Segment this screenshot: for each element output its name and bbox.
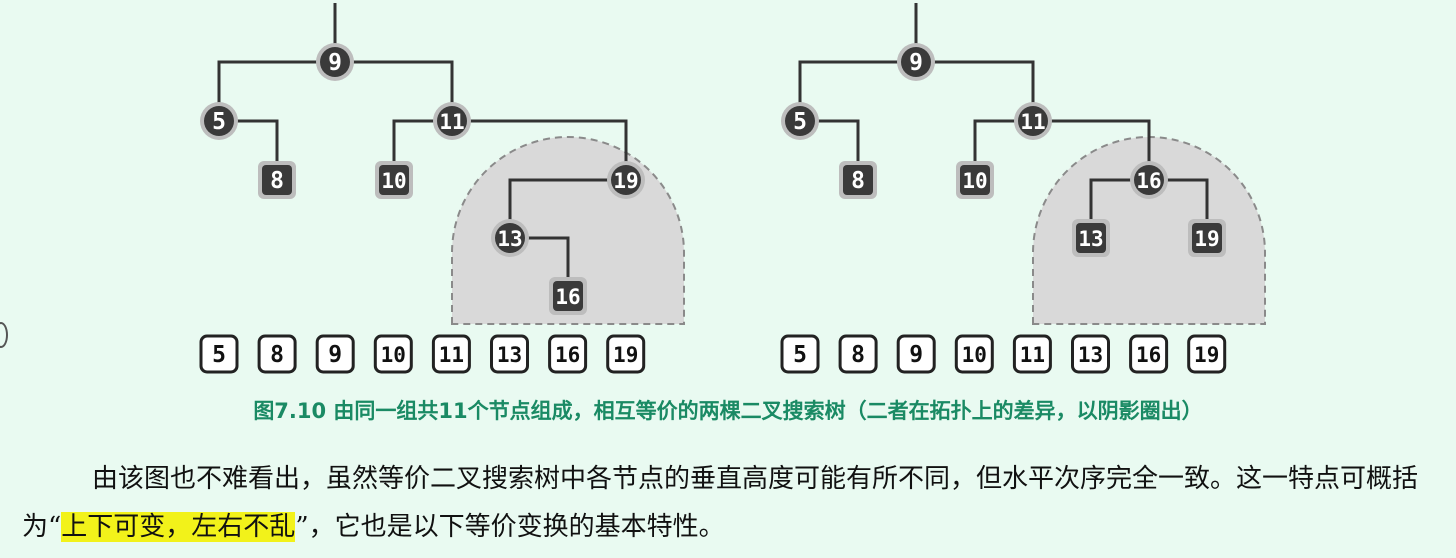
- right-tree-node-11: 11: [1014, 102, 1052, 140]
- right-sequence-key-label: 13: [1078, 343, 1103, 367]
- left-tree-node-label: 11: [439, 110, 464, 134]
- figure-caption: 图7.10 由同一组共11个节点组成，相互等价的两棵二叉搜索树（二者在拓扑上的差…: [253, 399, 1203, 423]
- left-sequence-key-5: 5: [199, 334, 239, 374]
- right-sequence-key-label: 8: [851, 342, 865, 368]
- right-tree-edge-11-10: [973, 119, 1033, 180]
- right-sequence-key-label: 16: [1136, 343, 1161, 367]
- right-sequence-key-5: 5: [780, 334, 820, 374]
- left-sequence-key-8: 8: [257, 334, 297, 374]
- paragraph-text-1: 由该图也不难看出，虽然等价二叉搜索树中各节点的垂直高度可能有所不同，但水平次序完…: [22, 464, 1419, 542]
- left-tree-edge-19-13: [508, 178, 626, 238]
- left-sequence-key-13: 13: [490, 334, 529, 374]
- left-sequence-key-label: 10: [381, 343, 406, 367]
- right-sequence-key-11: 11: [1012, 334, 1052, 374]
- left-tree-node-5: 5: [200, 102, 238, 140]
- left-tree-edge-9-5: [217, 60, 335, 121]
- left-tree-node-label: 9: [328, 50, 342, 76]
- left-tree-node-label: 5: [212, 109, 226, 135]
- right-tree-edge-11-16: [1033, 119, 1151, 180]
- left-sequence-key-label: 5: [212, 342, 226, 368]
- right-sequence-key-label: 11: [1020, 343, 1045, 367]
- left-tree-node-13: 13: [491, 219, 529, 257]
- right-sequence-key-19: 19: [1187, 334, 1227, 374]
- right-tree-node-label: 5: [793, 109, 807, 135]
- left-tree-node-11: 11: [433, 102, 471, 140]
- left-sequence-key-label: 8: [270, 342, 284, 368]
- right-tree-node-label: 10: [962, 169, 987, 193]
- left-sequence-key-16: 16: [548, 334, 588, 374]
- right-sequence-key-10: 10: [954, 334, 994, 374]
- right-tree-node-19: 19: [1188, 219, 1226, 257]
- left-sequence-key-19: 19: [606, 334, 646, 374]
- left-sequence-key-9: 9: [315, 334, 355, 374]
- left-tree-node-label: 16: [555, 285, 580, 309]
- right-tree-node-label: 19: [1194, 227, 1219, 251]
- left-sequence-key-10: 10: [373, 334, 413, 374]
- left-sequence-key-label: 9: [328, 342, 342, 368]
- right-tree-node-8: 8: [839, 161, 877, 199]
- right-tree-node-label: 11: [1020, 110, 1045, 134]
- left-tree-edge-13-16: [510, 236, 570, 296]
- right-tree-edge-16-13: [1089, 178, 1149, 238]
- left-tree-node-8: 8: [258, 161, 296, 199]
- right-sequence-key-8: 8: [838, 334, 878, 374]
- body-paragraph: 由该图也不难看出，虽然等价二叉搜索树中各节点的垂直高度可能有所不同，但水平次序完…: [22, 455, 1442, 551]
- right-tree-edge-9-11: [916, 60, 1035, 121]
- right-sequence-key-label: 10: [962, 343, 987, 367]
- bst-figure: 9 5 11 8 10 19 13 16 9 5 11 8 10 16 13 19 5 8 9 10 11 13 16 19…: [199, 3, 1266, 374]
- left-tree-edge-11-10: [392, 119, 452, 180]
- left-tree-edge-9-11: [335, 60, 454, 121]
- right-sequence-key-label: 19: [1194, 343, 1219, 367]
- right-tree-node-10: 10: [956, 161, 994, 199]
- left-tree-node-label: 13: [497, 227, 522, 251]
- right-tree-node-label: 16: [1136, 169, 1161, 193]
- left-tree-node-9: 9: [316, 43, 354, 81]
- left-sequence-key-label: 13: [497, 343, 522, 367]
- left-sequence-key-11: 11: [431, 334, 471, 374]
- paragraph-text-2: ”，它也是以下等价变换的基本特性。: [295, 512, 725, 542]
- right-tree-edge-5-8: [800, 119, 860, 180]
- right-tree-edge-16-19: [1149, 178, 1209, 238]
- right-tree-node-5: 5: [781, 102, 819, 140]
- left-sequence-key-label: 16: [555, 343, 580, 367]
- right-tree-node-label: 9: [909, 50, 923, 76]
- left-sequence-key-label: 19: [613, 343, 638, 367]
- right-sequence-key-16: 16: [1129, 334, 1169, 374]
- right-sequence-key-13: 13: [1071, 334, 1110, 374]
- right-tree-node-13: 13: [1072, 219, 1110, 257]
- right-sequence-key-label: 5: [793, 342, 807, 368]
- left-tree-node-label: 8: [270, 168, 284, 194]
- right-tree-node-9: 9: [897, 43, 935, 81]
- right-sequence-key-9: 9: [896, 334, 936, 374]
- left-sequence-key-label: 11: [439, 343, 464, 367]
- left-tree-node-19: 19: [607, 161, 645, 199]
- right-tree-edge-9-5: [798, 60, 916, 121]
- left-tree-edge-11-19: [452, 119, 628, 180]
- left-tree-node-label: 19: [613, 169, 638, 193]
- left-tree-node-10: 10: [375, 161, 413, 199]
- left-tree-node-label: 10: [381, 169, 406, 193]
- highlighted-phrase: 上下可变，左右不乱: [61, 512, 296, 542]
- right-tree-node-label: 13: [1078, 227, 1103, 251]
- right-sequence-key-label: 9: [909, 342, 923, 368]
- right-tree-node-16: 16: [1130, 161, 1168, 199]
- right-tree-node-label: 8: [851, 168, 865, 194]
- left-tree-edge-5-8: [219, 119, 279, 180]
- left-tree-node-16: 16: [549, 277, 587, 315]
